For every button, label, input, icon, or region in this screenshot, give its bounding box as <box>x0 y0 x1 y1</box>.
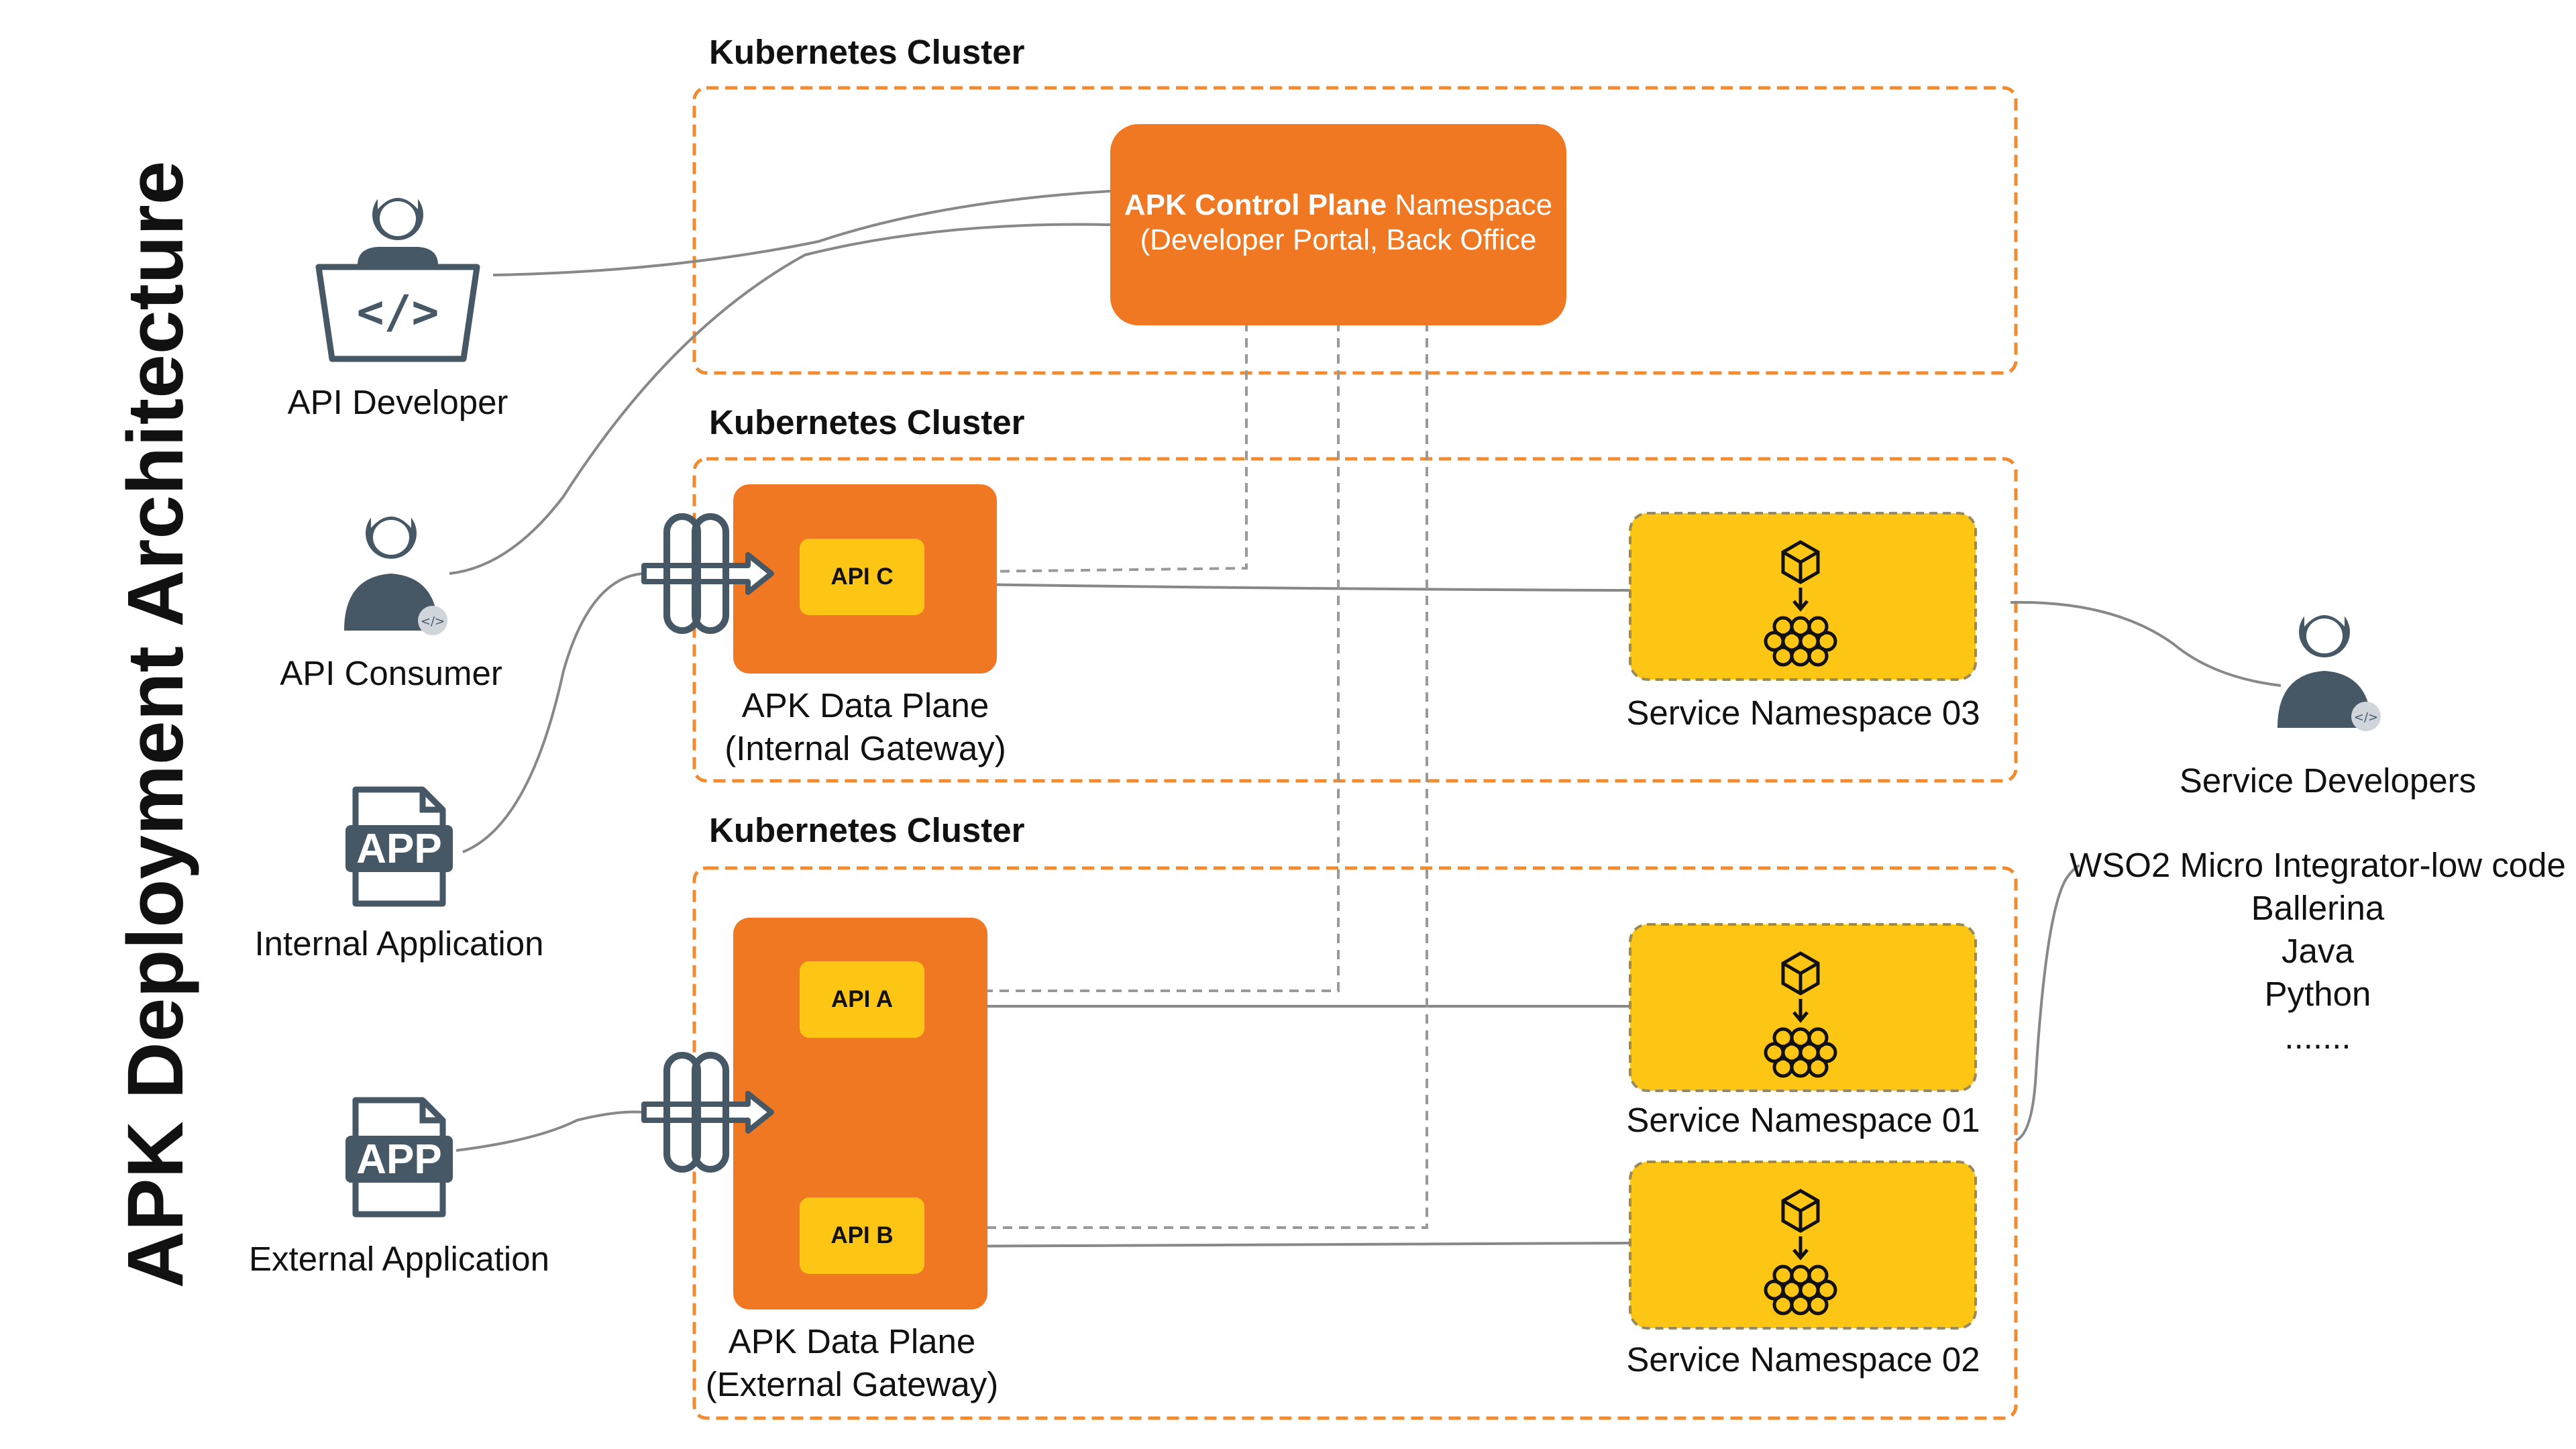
svg-text:APP: APP <box>356 826 441 872</box>
data-plane-internal-label: APK Data Plane (Internal Gateway) <box>698 684 1033 770</box>
connector-lines <box>449 190 2282 1248</box>
api-b-pill: API B <box>800 1197 924 1274</box>
service-namespace-01-label: Service Namespace 01 <box>1626 1101 1980 1139</box>
svg-text:</>: </> <box>2354 710 2378 724</box>
gateway-link-icon <box>641 1052 774 1173</box>
diagram-title: APK Deployment Architecture <box>111 160 200 1289</box>
control-plane-subtitle: (Developer Portal, Back Office <box>1140 223 1537 256</box>
data-plane-external-label: APK Data Plane (External Gateway) <box>684 1320 1020 1406</box>
api-a-pill: API A <box>800 961 924 1038</box>
internal-application-label: Internal Application <box>254 924 544 963</box>
svg-text:</>: </> <box>421 614 445 629</box>
cube-honeycomb-icon <box>1764 951 1837 1078</box>
internal-app-file-icon: APP <box>345 786 453 907</box>
service-namespace-01-box <box>1629 923 1977 1092</box>
cluster-box-control <box>692 86 2018 375</box>
line-internal-app-to-gateway <box>462 572 645 853</box>
external-app-file-icon: APP <box>345 1097 453 1218</box>
data-plane-external-title: APK Data Plane <box>728 1322 976 1360</box>
control-plane-box <box>1110 124 1566 325</box>
svg-text:</>: </> <box>357 286 439 339</box>
language-item: WSO2 Micro Integrator-low code <box>2070 846 2566 884</box>
service-namespace-03-box <box>1629 512 1977 681</box>
service-namespace-03-label: Service Namespace 03 <box>1626 694 1980 732</box>
api-consumer-label: API Consumer <box>280 654 502 692</box>
api-developer-icon: </> <box>315 189 480 362</box>
language-item: Java <box>2282 932 2354 970</box>
cube-honeycomb-icon <box>1764 1189 1837 1316</box>
cluster-title-control: Kubernetes Cluster <box>709 33 1025 71</box>
service-developers-label: Service Developers <box>2179 761 2477 800</box>
line-ns03-to-service-devs <box>2010 600 2282 687</box>
language-item: Ballerina <box>2251 889 2385 927</box>
api-developer-label: API Developer <box>287 383 508 421</box>
cube-honeycomb-icon <box>1764 540 1837 667</box>
cluster-box-internal <box>692 457 2018 783</box>
languages-list: WSO2 Micro Integrator-low code Ballerina… <box>2063 844 2573 1059</box>
dashed-lines <box>924 322 1428 1229</box>
language-item: ....... <box>2284 1018 2351 1056</box>
control-plane-title-suffix: Namespace <box>1387 189 1553 221</box>
service-namespace-02-label: Service Namespace 02 <box>1626 1340 1980 1379</box>
line-apib-to-ns02 <box>924 1242 1631 1248</box>
line-developer-to-control <box>492 190 1111 276</box>
line-ns01-to-languages <box>2015 864 2080 1142</box>
service-namespace-02-box <box>1629 1161 1977 1330</box>
data-plane-external-subtitle: (External Gateway) <box>705 1365 999 1403</box>
data-plane-internal-subtitle: (Internal Gateway) <box>724 729 1006 767</box>
api-consumer-icon: </> <box>344 507 447 635</box>
data-plane-internal-title: APK Data Plane <box>741 686 989 724</box>
api-c-pill: API C <box>800 539 924 615</box>
cluster-title-external: Kubernetes Cluster <box>709 811 1025 849</box>
line-apic-to-ns03 <box>924 582 1631 592</box>
line-external-app-to-gateway <box>455 1110 645 1152</box>
external-application-label: External Application <box>249 1240 549 1278</box>
control-plane-title: APK Control Plane <box>1124 189 1387 221</box>
line-consumer-to-control <box>449 223 1111 575</box>
line-apia-to-ns01 <box>924 1005 1631 1008</box>
gateway-link-icon <box>641 513 774 634</box>
language-item: Python <box>2264 975 2371 1013</box>
svg-text:APP: APP <box>356 1136 441 1183</box>
cluster-title-internal: Kubernetes Cluster <box>709 403 1025 441</box>
service-developers-icon: </> <box>2277 606 2381 731</box>
control-plane-label: APK Control Plane Namespace (Developer P… <box>1110 188 1566 258</box>
